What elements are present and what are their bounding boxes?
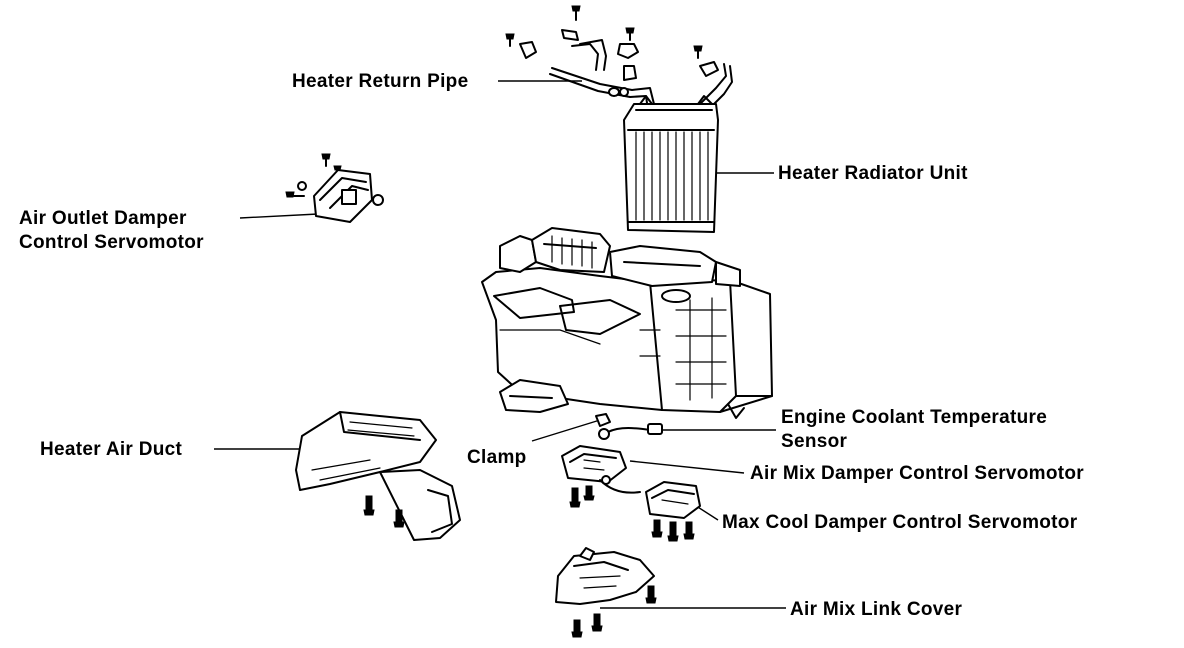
- engine-coolant-sensor: [598, 423, 663, 440]
- heater-return-pipe: [549, 39, 733, 111]
- label-air-mix-link-cover: Air Mix Link Cover: [790, 599, 963, 620]
- air-mix-link-cover: [555, 547, 657, 638]
- heater-air-duct: [295, 411, 461, 541]
- label-heater-return-pipe: Heater Return Pipe: [292, 71, 469, 92]
- label-max-cool-damper-servomotor: Max Cool Damper Control Servomotor: [722, 512, 1078, 533]
- leader-air-mix-damper-servomotor: [629, 460, 745, 474]
- label-air-outlet-damper-line1: Air Outlet Damper: [19, 208, 187, 229]
- pipe-fasteners: [505, 5, 719, 81]
- max-cool-damper-servomotor: [645, 481, 701, 542]
- leader-lines: [214, 80, 786, 609]
- label-engine-coolant-line2: Sensor: [781, 431, 848, 452]
- label-air-mix-damper-servomotor: Air Mix Damper Control Servomotor: [750, 463, 1085, 484]
- label-clamp: Clamp: [467, 447, 527, 468]
- leader-clamp: [531, 419, 601, 442]
- heater-case: [481, 227, 773, 419]
- label-heater-air-duct: Heater Air Duct: [40, 439, 183, 460]
- clamp-part: [595, 413, 611, 427]
- label-engine-coolant-line1: Engine Coolant Temperature: [781, 407, 1048, 428]
- heater-radiator-unit: [623, 95, 719, 233]
- leader-air-outlet-damper: [239, 213, 319, 219]
- label-air-outlet-damper-line2: Control Servomotor: [19, 232, 204, 253]
- air-outlet-damper-servomotor: [285, 153, 384, 223]
- label-heater-radiator-unit: Heater Radiator Unit: [778, 163, 968, 184]
- air-mix-damper-servomotor: [561, 445, 641, 508]
